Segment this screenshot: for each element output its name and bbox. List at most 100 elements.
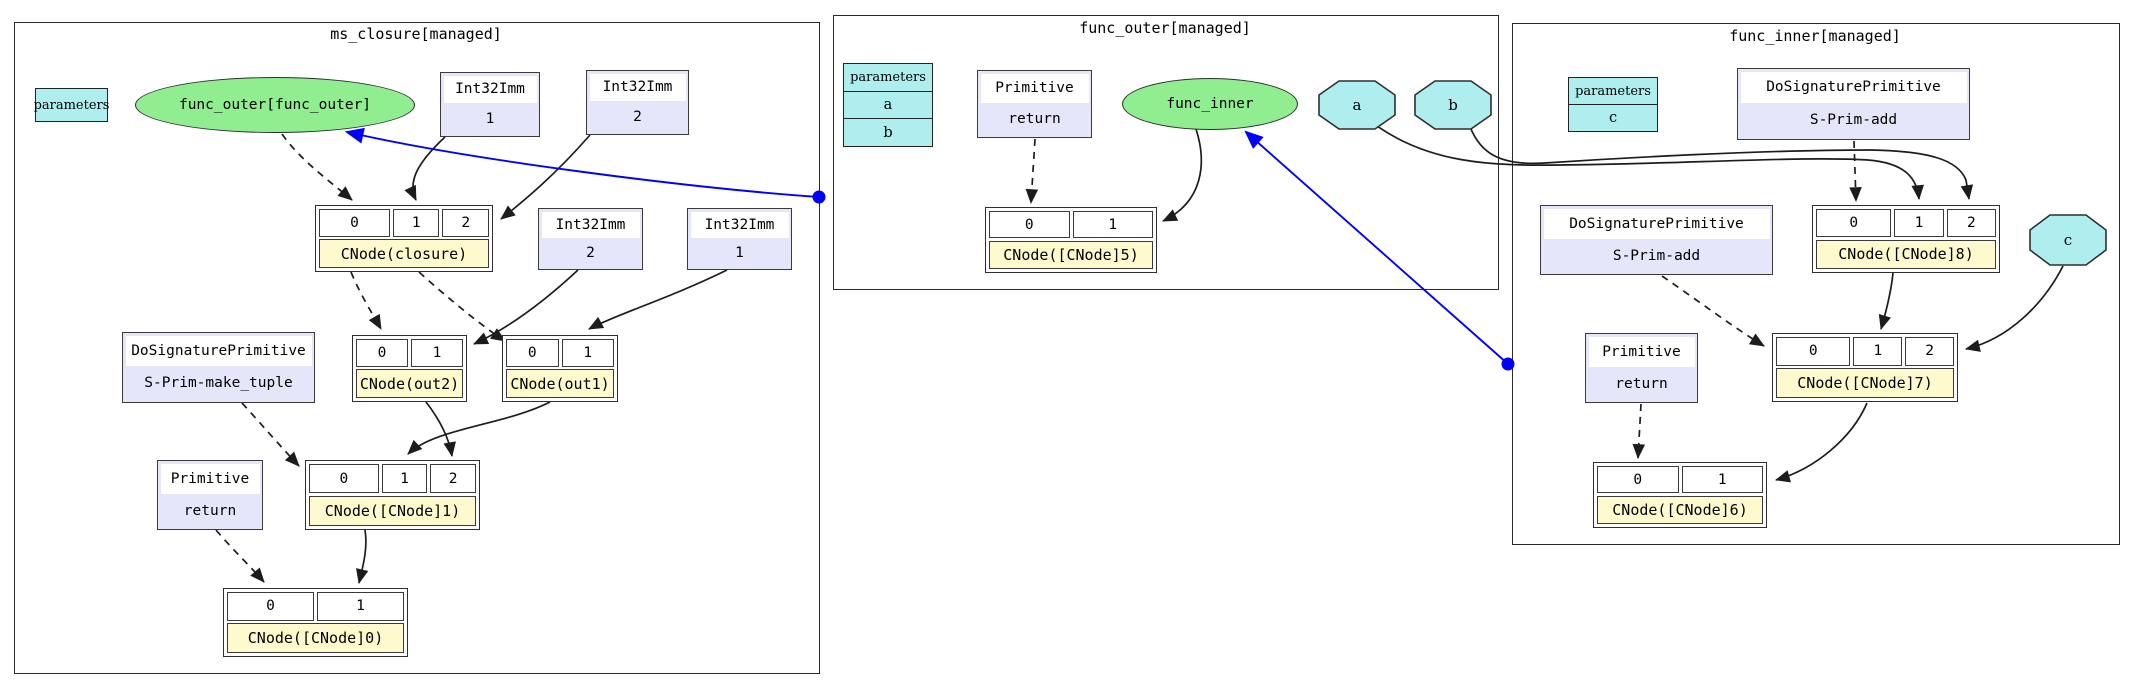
node-type: Int32Imm bbox=[443, 75, 537, 104]
record-cell: 1 bbox=[317, 592, 404, 621]
octagon-b-shape bbox=[1414, 80, 1492, 130]
record-label: CNode([CNode]0) bbox=[227, 623, 404, 653]
parameters-header: parameters bbox=[1575, 83, 1651, 99]
add-primitive-mid-node: DoSignaturePrimitive S-Prim-add bbox=[1540, 205, 1773, 275]
node-value: 1 bbox=[485, 110, 495, 127]
int32imm-2-top-node: Int32Imm 2 bbox=[586, 70, 689, 135]
parameter-row: b bbox=[844, 118, 932, 146]
cluster-ms-closure bbox=[14, 22, 820, 674]
edge-return-to-cnode6 bbox=[1632, 403, 1646, 460]
node-type: DoSignaturePrimitive bbox=[1543, 208, 1770, 239]
edge-cnode7-to-cnode6 bbox=[1775, 402, 1868, 483]
record-cell: 1 bbox=[1853, 337, 1903, 366]
record-cell: 2 bbox=[442, 209, 489, 237]
record-cell: 0 bbox=[309, 464, 379, 494]
parameters-header: parameters bbox=[33, 97, 110, 113]
func-outer-ellipse-node: func_outer[func_outer] bbox=[135, 77, 415, 133]
record-cell: 1 bbox=[392, 209, 440, 237]
int32imm-2-mid-node: Int32Imm 2 bbox=[538, 208, 643, 270]
node-value: return bbox=[183, 502, 237, 519]
record-cell: 0 bbox=[1776, 337, 1851, 366]
parameter-row: c bbox=[1569, 104, 1657, 131]
cluster-title-ms-closure: ms_closure[managed] bbox=[330, 25, 502, 43]
node-value: 2 bbox=[633, 108, 642, 125]
graph-anchor-dot bbox=[1501, 357, 1515, 371]
edge-closure-to-out1 bbox=[418, 271, 506, 342]
cnode-6-record: 0 1 CNode([CNode]6) bbox=[1593, 462, 1767, 528]
record-label: CNode(out2) bbox=[356, 369, 463, 398]
int32imm-1-top-node: Int32Imm 1 bbox=[440, 72, 540, 137]
node-type: Primitive bbox=[1588, 336, 1695, 367]
record-cell: 0 bbox=[1816, 209, 1892, 238]
edge-octagon-b-to-cnode8 bbox=[1468, 123, 1974, 201]
edge-cnode8-to-cnode7 bbox=[1878, 272, 1894, 330]
return-primitive-node-inner: Primitive return bbox=[1585, 333, 1698, 403]
parameters-table-func-outer: parameters a b bbox=[843, 63, 933, 147]
node-type: Int32Imm bbox=[541, 211, 640, 238]
record-cell: 0 bbox=[1597, 466, 1679, 494]
cnode-1-record: 0 1 2 CNode([CNode]1) bbox=[305, 460, 480, 530]
cluster-func-inner bbox=[1512, 23, 2120, 545]
cnode-out2-record: 0 1 CNode(out2) bbox=[352, 335, 467, 402]
node-value: S-Prim-add bbox=[1809, 112, 1898, 129]
octagon-c-shape bbox=[2029, 214, 2107, 266]
cnode-closure-record: 0 1 2 CNode(closure) bbox=[315, 205, 493, 272]
node-type: DoSignaturePrimitive bbox=[125, 335, 312, 367]
node-value: return bbox=[1615, 375, 1668, 392]
octagon-c-label: c bbox=[2063, 231, 2073, 249]
record-label: CNode([CNode]5) bbox=[989, 240, 1153, 269]
octagon-b-label: b bbox=[1448, 96, 1458, 114]
record-label: CNode([CNode]7) bbox=[1776, 368, 1954, 398]
edge-return-to-cnode5 bbox=[1025, 138, 1039, 205]
record-label: CNode([CNode]6) bbox=[1597, 495, 1763, 524]
record-label: CNode(closure) bbox=[319, 239, 489, 268]
edge-imm1mid-to-out1 bbox=[588, 269, 728, 330]
record-cell: 0 bbox=[506, 339, 559, 367]
cluster-title-func-outer: func_outer[managed] bbox=[1079, 19, 1251, 37]
node-value: S-Prim-add bbox=[1612, 247, 1701, 264]
parameters-header: parameters bbox=[850, 69, 926, 85]
func-inner-ellipse-node: func_inner bbox=[1122, 78, 1298, 130]
add-primitive-top-node: DoSignaturePrimitive S-Prim-add bbox=[1737, 68, 1970, 140]
edge-funcinner-to-cnode5 bbox=[1162, 128, 1203, 222]
int32imm-1-mid-node: Int32Imm 1 bbox=[687, 208, 792, 270]
record-cell: 2 bbox=[1946, 209, 1997, 238]
record-cell: 2 bbox=[1905, 337, 1955, 366]
edge-out2-to-cnode1 bbox=[425, 401, 456, 458]
cnode-7-record: 0 1 2 CNode([CNode]7) bbox=[1772, 333, 1958, 402]
edge-out1-to-cnode1 bbox=[407, 401, 551, 455]
node-type: Primitive bbox=[980, 73, 1089, 103]
node-value: S-Prim-make_tuple bbox=[144, 375, 293, 392]
cluster-func-outer bbox=[833, 15, 1499, 290]
cnode-out1-record: 0 1 CNode(out1) bbox=[502, 335, 618, 402]
edge-imm1top-to-closure bbox=[404, 136, 446, 201]
node-value: return bbox=[1008, 111, 1061, 128]
node-type: Primitive bbox=[160, 463, 260, 494]
record-label: CNode([CNode]8) bbox=[1816, 239, 1996, 269]
parameters-table-func-inner: parameters c bbox=[1568, 77, 1658, 132]
record-cell: 1 bbox=[411, 339, 463, 367]
edge-closure-to-out2 bbox=[350, 271, 382, 330]
octagon-a-shape bbox=[1318, 80, 1396, 130]
edge-funcouter-to-closure bbox=[281, 133, 353, 201]
edge-cluster-to-funcinner-ellipse bbox=[1244, 130, 1509, 365]
record-cell: 1 bbox=[1072, 211, 1153, 239]
record-cell: 0 bbox=[227, 592, 314, 621]
make-tuple-primitive-node: DoSignaturePrimitive S-Prim-make_tuple bbox=[122, 332, 315, 403]
parameters-table-ms-closure: parameters bbox=[33, 88, 110, 122]
record-label: CNode([CNode]1) bbox=[309, 495, 476, 526]
record-cell: 0 bbox=[319, 209, 390, 237]
node-value: 1 bbox=[735, 244, 744, 261]
node-type: Int32Imm bbox=[589, 73, 686, 102]
cluster-title-func-inner: func_inner[managed] bbox=[1729, 27, 1901, 45]
edge-imm2mid-to-out2 bbox=[473, 269, 579, 345]
record-cell: 1 bbox=[1894, 209, 1944, 238]
edge-octagon-c-to-cnode7 bbox=[1965, 265, 2064, 352]
edge-return-to-cnode0 bbox=[215, 529, 265, 583]
edge-cnode1-to-cnode0 bbox=[356, 529, 369, 584]
edge-octagon-a-to-cnode8 bbox=[1376, 125, 1924, 201]
cnode-0-record: 0 1 CNode([CNode]0) bbox=[223, 588, 408, 657]
return-primitive-node-ms: Primitive return bbox=[157, 460, 263, 530]
